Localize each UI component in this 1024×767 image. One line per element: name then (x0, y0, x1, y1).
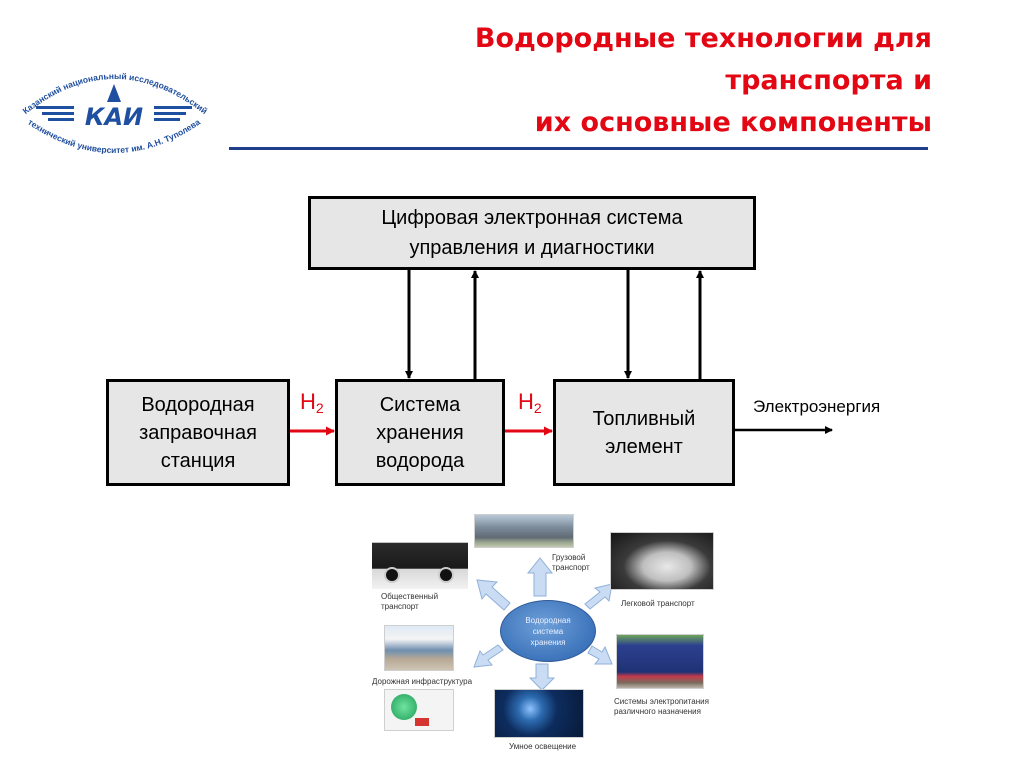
fuel-cell-box: Топливный элемент (553, 379, 735, 486)
storage-box-line-3: водорода (375, 449, 465, 472)
title-line-1: Водородные технологии для (474, 23, 932, 54)
caption-passenger-car: Легковой транспорт (621, 599, 695, 608)
photo-public-transport (372, 537, 468, 589)
caption-road-infrastructure: Дорожная инфраструктура (372, 677, 473, 686)
control-system-box: Цифровая электронная система управления … (308, 196, 756, 270)
block-arrow-down (528, 663, 556, 691)
kai-logo: Казанский национальный исследовательский… (21, 71, 210, 154)
storage-box-line-2: хранения (376, 421, 464, 444)
logo-wings (36, 84, 192, 121)
fuel-box-line-2: элемент (605, 435, 683, 458)
photo-smart-lighting (494, 689, 584, 738)
title-line-2: транспорта и (725, 65, 932, 96)
station-box-line-2: заправочная (139, 421, 257, 444)
photo-power-systems (616, 634, 704, 689)
title-underline (229, 147, 928, 150)
hydrogen-storage-hub: Водородная система хранения (500, 600, 596, 662)
h2-label-1: H2 (300, 389, 324, 416)
photo-cargo-transport (474, 514, 574, 548)
page-title: Водородные технологии для транспорта и и… (412, 18, 932, 144)
block-arrow-down-left (473, 644, 504, 668)
storage-box-line-1: Система (379, 393, 461, 416)
station-box-line-1: Водородная (141, 393, 255, 416)
caption-smart-lighting: Умное освещение (509, 742, 577, 751)
block-arrow-up (526, 557, 554, 597)
station-box-line-3: станция (160, 449, 236, 472)
block-arrow-up-right (584, 583, 613, 610)
photo-traffic-light (384, 689, 454, 731)
electricity-label: Электроэнергия (753, 397, 881, 416)
control-box-line-1: Цифровая электронная система (381, 207, 683, 229)
h2-label-2: H2 (518, 389, 542, 416)
fuel-box-line-1: Топливный (592, 407, 696, 430)
hydrogen-storage-box: Система хранения водорода (335, 379, 505, 486)
block-arrow-up-left (476, 579, 511, 611)
control-box-line-2: управления и диагностики (409, 237, 655, 259)
photo-road-infrastructure (384, 625, 454, 671)
refueling-station-box: Водородная заправочная станция (106, 379, 290, 486)
block-arrow-down-right (587, 645, 613, 665)
photo-passenger-car (610, 532, 714, 590)
logo-abbr: КАИ (85, 103, 143, 131)
title-line-3: их основные компоненты (534, 107, 932, 138)
